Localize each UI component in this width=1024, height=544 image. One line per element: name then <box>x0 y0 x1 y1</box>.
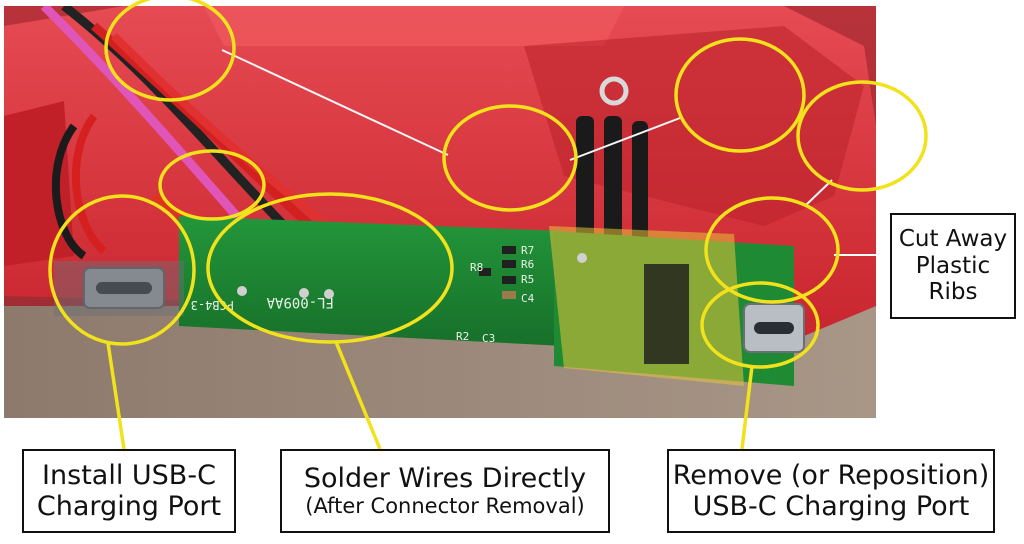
callout-text-line: Cut Away <box>898 226 1008 253</box>
callout-text-line: Charging Port <box>36 491 222 522</box>
pcb-ref-label: PCB4-3 <box>191 298 234 312</box>
pcb-r2-label: R2 <box>456 330 469 343</box>
callout-text-line: Remove (or Reposition) <box>672 459 990 491</box>
callout-remove-usb-c: Remove (or Reposition) USB-C Charging Po… <box>667 449 995 533</box>
callout-text-line: USB-C Charging Port <box>692 491 970 522</box>
callout-solder-wires: Solder Wires Directly (After Connector R… <box>280 449 610 533</box>
callout-cut-plastic-ribs: Cut Away Plastic Ribs <box>890 213 1016 319</box>
pcb-r5-label: R5 <box>521 273 534 286</box>
pcb-r8-label: R8 <box>470 261 483 274</box>
pcb-r6-label: R6 <box>521 258 534 271</box>
device-photo: FL-009AA PCB4-3 R7 R6 R8 R5 C4 R2 C3 <box>4 6 876 418</box>
pcb-c3-label: C3 <box>482 332 495 345</box>
pcb-model-label: FL-009AA <box>266 294 334 310</box>
callout-text-line: Ribs <box>928 279 978 306</box>
callout-install-usb-c: Install USB-C Charging Port <box>22 449 236 533</box>
callout-text-line: Plastic <box>915 252 991 279</box>
callout-text-line: Install USB-C <box>42 459 216 491</box>
callout-text-line: Solder Wires Directly <box>303 463 587 495</box>
pcb-r7-label: R7 <box>521 244 534 257</box>
pcb-c4-label: C4 <box>521 292 535 305</box>
callout-text-line: (After Connector Removal) <box>305 494 585 519</box>
